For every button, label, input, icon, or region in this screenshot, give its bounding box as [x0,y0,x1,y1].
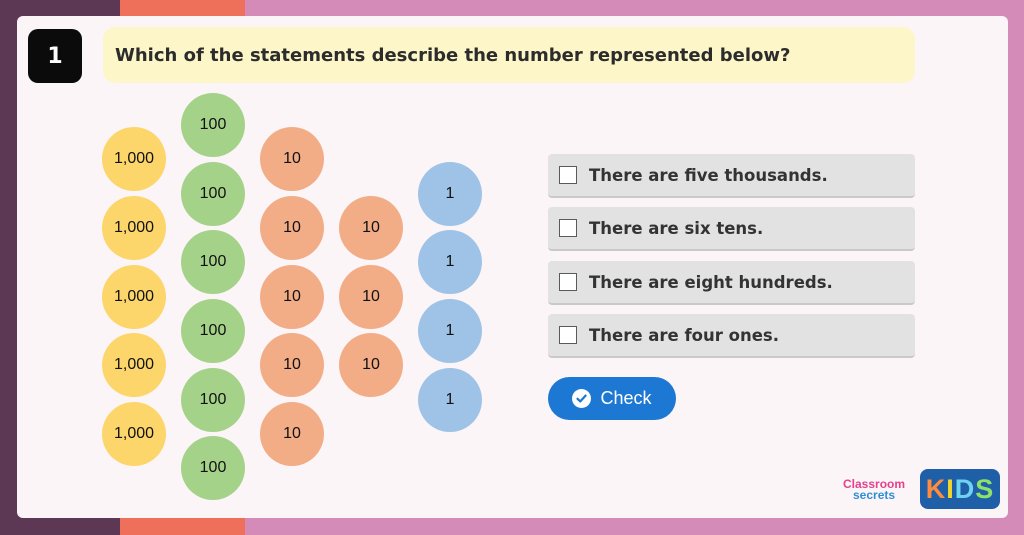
ten-counter: 10 [260,402,324,466]
hundred-counter: 100 [181,93,245,157]
thousand-counter: 1,000 [102,127,166,191]
option-eight-hundreds[interactable]: There are eight hundreds. [548,261,915,305]
hundred-counter: 100 [181,162,245,226]
one-counter: 1 [418,299,482,363]
hundred-counter: 100 [181,230,245,294]
question-number: 1 [28,29,82,83]
one-counter: 1 [418,368,482,432]
option-label: There are eight hundreds. [589,272,833,292]
option-six-tens[interactable]: There are six tens. [548,207,915,251]
ten-counter: 10 [260,196,324,260]
option-four-ones[interactable]: There are four ones. [548,314,915,358]
option-label: There are six tens. [589,218,764,238]
ten-counter: 10 [260,333,324,397]
hundred-counter: 100 [181,368,245,432]
ten-counter: 10 [339,196,403,260]
thousand-counter: 1,000 [102,402,166,466]
checkbox[interactable] [559,273,577,291]
question-text: Which of the statements describe the num… [115,44,791,66]
checkbox[interactable] [559,219,577,237]
one-counter: 1 [418,230,482,294]
ten-counter: 10 [260,127,324,191]
thousand-counter: 1,000 [102,333,166,397]
hundred-counter: 100 [181,436,245,500]
question-text-box: Which of the statements describe the num… [103,27,915,83]
check-button-label: Check [600,388,652,408]
classroom-secrets-logo: Classroom secrets [843,477,906,502]
ten-counter: 10 [339,265,403,329]
checkbox[interactable] [559,166,577,184]
checkbox[interactable] [559,326,577,344]
option-five-thousands[interactable]: There are five thousands. [548,154,915,198]
option-label: There are five thousands. [589,165,828,185]
option-label: There are four ones. [589,325,779,345]
ten-counter: 10 [339,333,403,397]
hundred-counter: 100 [181,299,245,363]
check-circle-icon [572,389,592,408]
thousand-counter: 1,000 [102,265,166,329]
check-button[interactable]: Check [548,377,676,420]
ten-counter: 10 [260,265,324,329]
thousand-counter: 1,000 [102,196,166,260]
one-counter: 1 [418,162,482,226]
